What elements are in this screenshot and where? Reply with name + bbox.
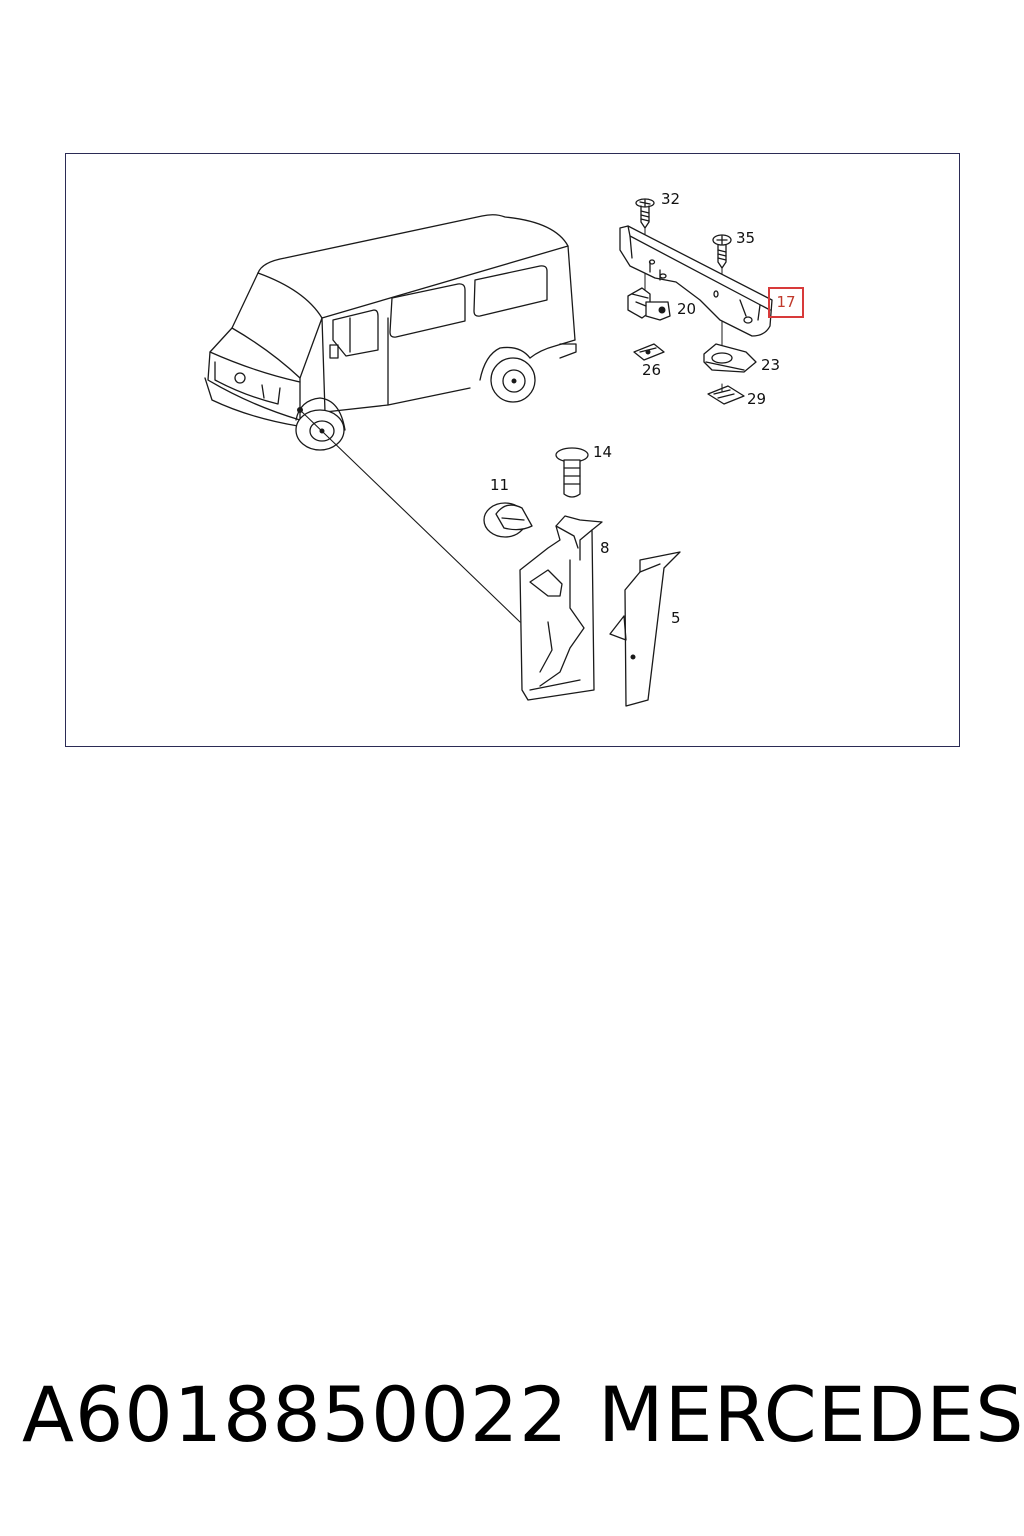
callout-35[interactable]: 35 (736, 229, 756, 247)
callout-32[interactable]: 32 (661, 190, 681, 208)
callout-17-highlighted[interactable]: 17 (768, 287, 804, 318)
callout-29[interactable]: 29 (747, 390, 767, 408)
clip-29-icon (707, 383, 745, 405)
callout-23[interactable]: 23 (761, 356, 781, 374)
bracket-17-icon (619, 225, 773, 337)
clip-26-icon (633, 343, 665, 361)
clip-11-icon (483, 502, 533, 538)
van-illustration (204, 214, 577, 623)
callout-14[interactable]: 14 (593, 443, 613, 461)
pushpin-14-icon (555, 447, 589, 498)
brand-name: MERCEDES (598, 1370, 1024, 1459)
callout-8[interactable]: 8 (600, 539, 610, 557)
part-number: A6018850022 (22, 1370, 569, 1459)
callout-5[interactable]: 5 (671, 609, 681, 627)
hinge-20-icon (627, 287, 671, 321)
callout-26[interactable]: 26 (642, 361, 662, 379)
panel-5-icon (609, 551, 681, 707)
callout-20[interactable]: 20 (677, 300, 697, 318)
diagram-frame (65, 153, 960, 747)
mount-23-icon (703, 343, 757, 373)
splash-guard-8-icon (519, 515, 603, 701)
callout-11[interactable]: 11 (490, 476, 510, 494)
footer: A6018850022 MERCEDES (0, 1370, 1024, 1470)
